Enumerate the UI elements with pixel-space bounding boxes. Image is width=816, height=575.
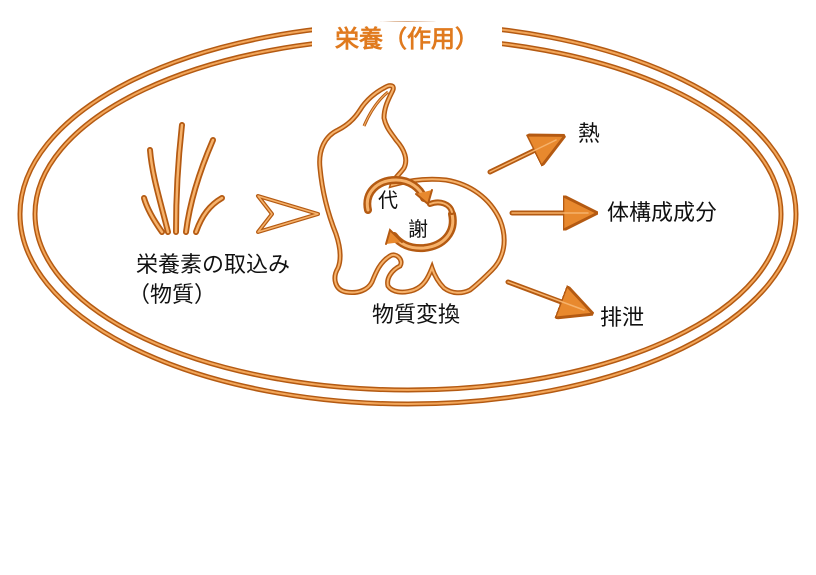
output-heat-label: 熱 (578, 122, 600, 147)
metabolism-label-1: 代 (378, 188, 398, 212)
intake-label: 栄養素の取込み (136, 253, 290, 278)
metabolism-cycle-icon (363, 175, 457, 253)
intake-sublabel: （物質） (128, 283, 216, 308)
output-arrows (487, 138, 592, 312)
grass-icon (141, 122, 225, 235)
output-body-components-label: 体構成成分 (607, 201, 717, 226)
rabbit-icon (317, 83, 507, 296)
intake-arrow (256, 194, 320, 234)
conversion-label: 物質変換 (372, 303, 460, 328)
output-excretion-label: 排泄 (600, 306, 644, 331)
title-background (312, 22, 502, 56)
diagram-title: 栄養（作用） (334, 25, 479, 53)
metabolism-label-2: 謝 (408, 217, 428, 241)
